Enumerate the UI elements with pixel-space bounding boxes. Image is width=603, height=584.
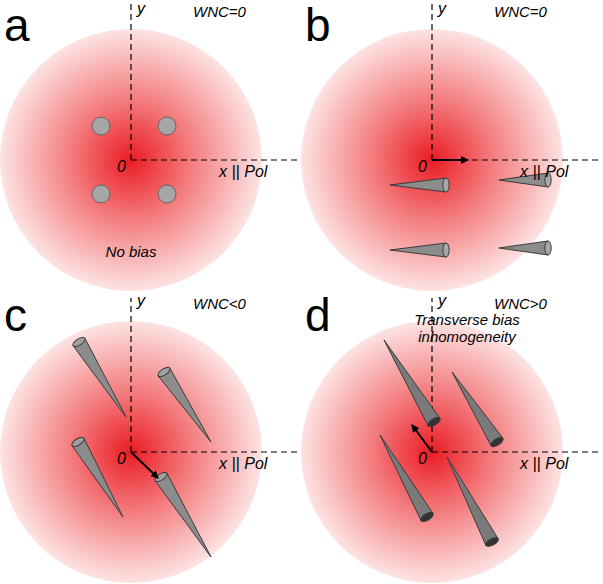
axis-label: WNC=0 bbox=[494, 4, 547, 21]
axis-label: 0 bbox=[418, 158, 427, 176]
panel-letter: b bbox=[305, 0, 331, 51]
panel-note: No bias bbox=[61, 244, 201, 261]
axis-label: 0 bbox=[418, 450, 427, 468]
panel-note: Transverse bias inhomogeneity bbox=[387, 312, 547, 345]
panel-letter: a bbox=[4, 0, 30, 51]
axis-label: WNC>0 bbox=[494, 296, 547, 313]
panel-letter: c bbox=[4, 290, 27, 341]
axis-label: y bbox=[137, 292, 145, 310]
axis-label: x || Pol bbox=[520, 455, 568, 473]
panel-letter: d bbox=[305, 290, 331, 341]
axis-label: y bbox=[137, 0, 145, 18]
axis-label: WNC<0 bbox=[193, 296, 246, 313]
axis-label: x || Pol bbox=[219, 455, 267, 473]
particles bbox=[92, 117, 176, 203]
axis-label: y bbox=[438, 0, 446, 18]
axis-label: y bbox=[438, 292, 446, 310]
axis-label: x || Pol bbox=[520, 163, 568, 181]
axis-label: 0 bbox=[117, 158, 126, 176]
cones bbox=[70, 173, 551, 557]
axis-label: x || Pol bbox=[219, 163, 267, 181]
axis-label: WNC=0 bbox=[193, 4, 246, 21]
axis-label: 0 bbox=[117, 450, 126, 468]
axes bbox=[131, 4, 602, 452]
